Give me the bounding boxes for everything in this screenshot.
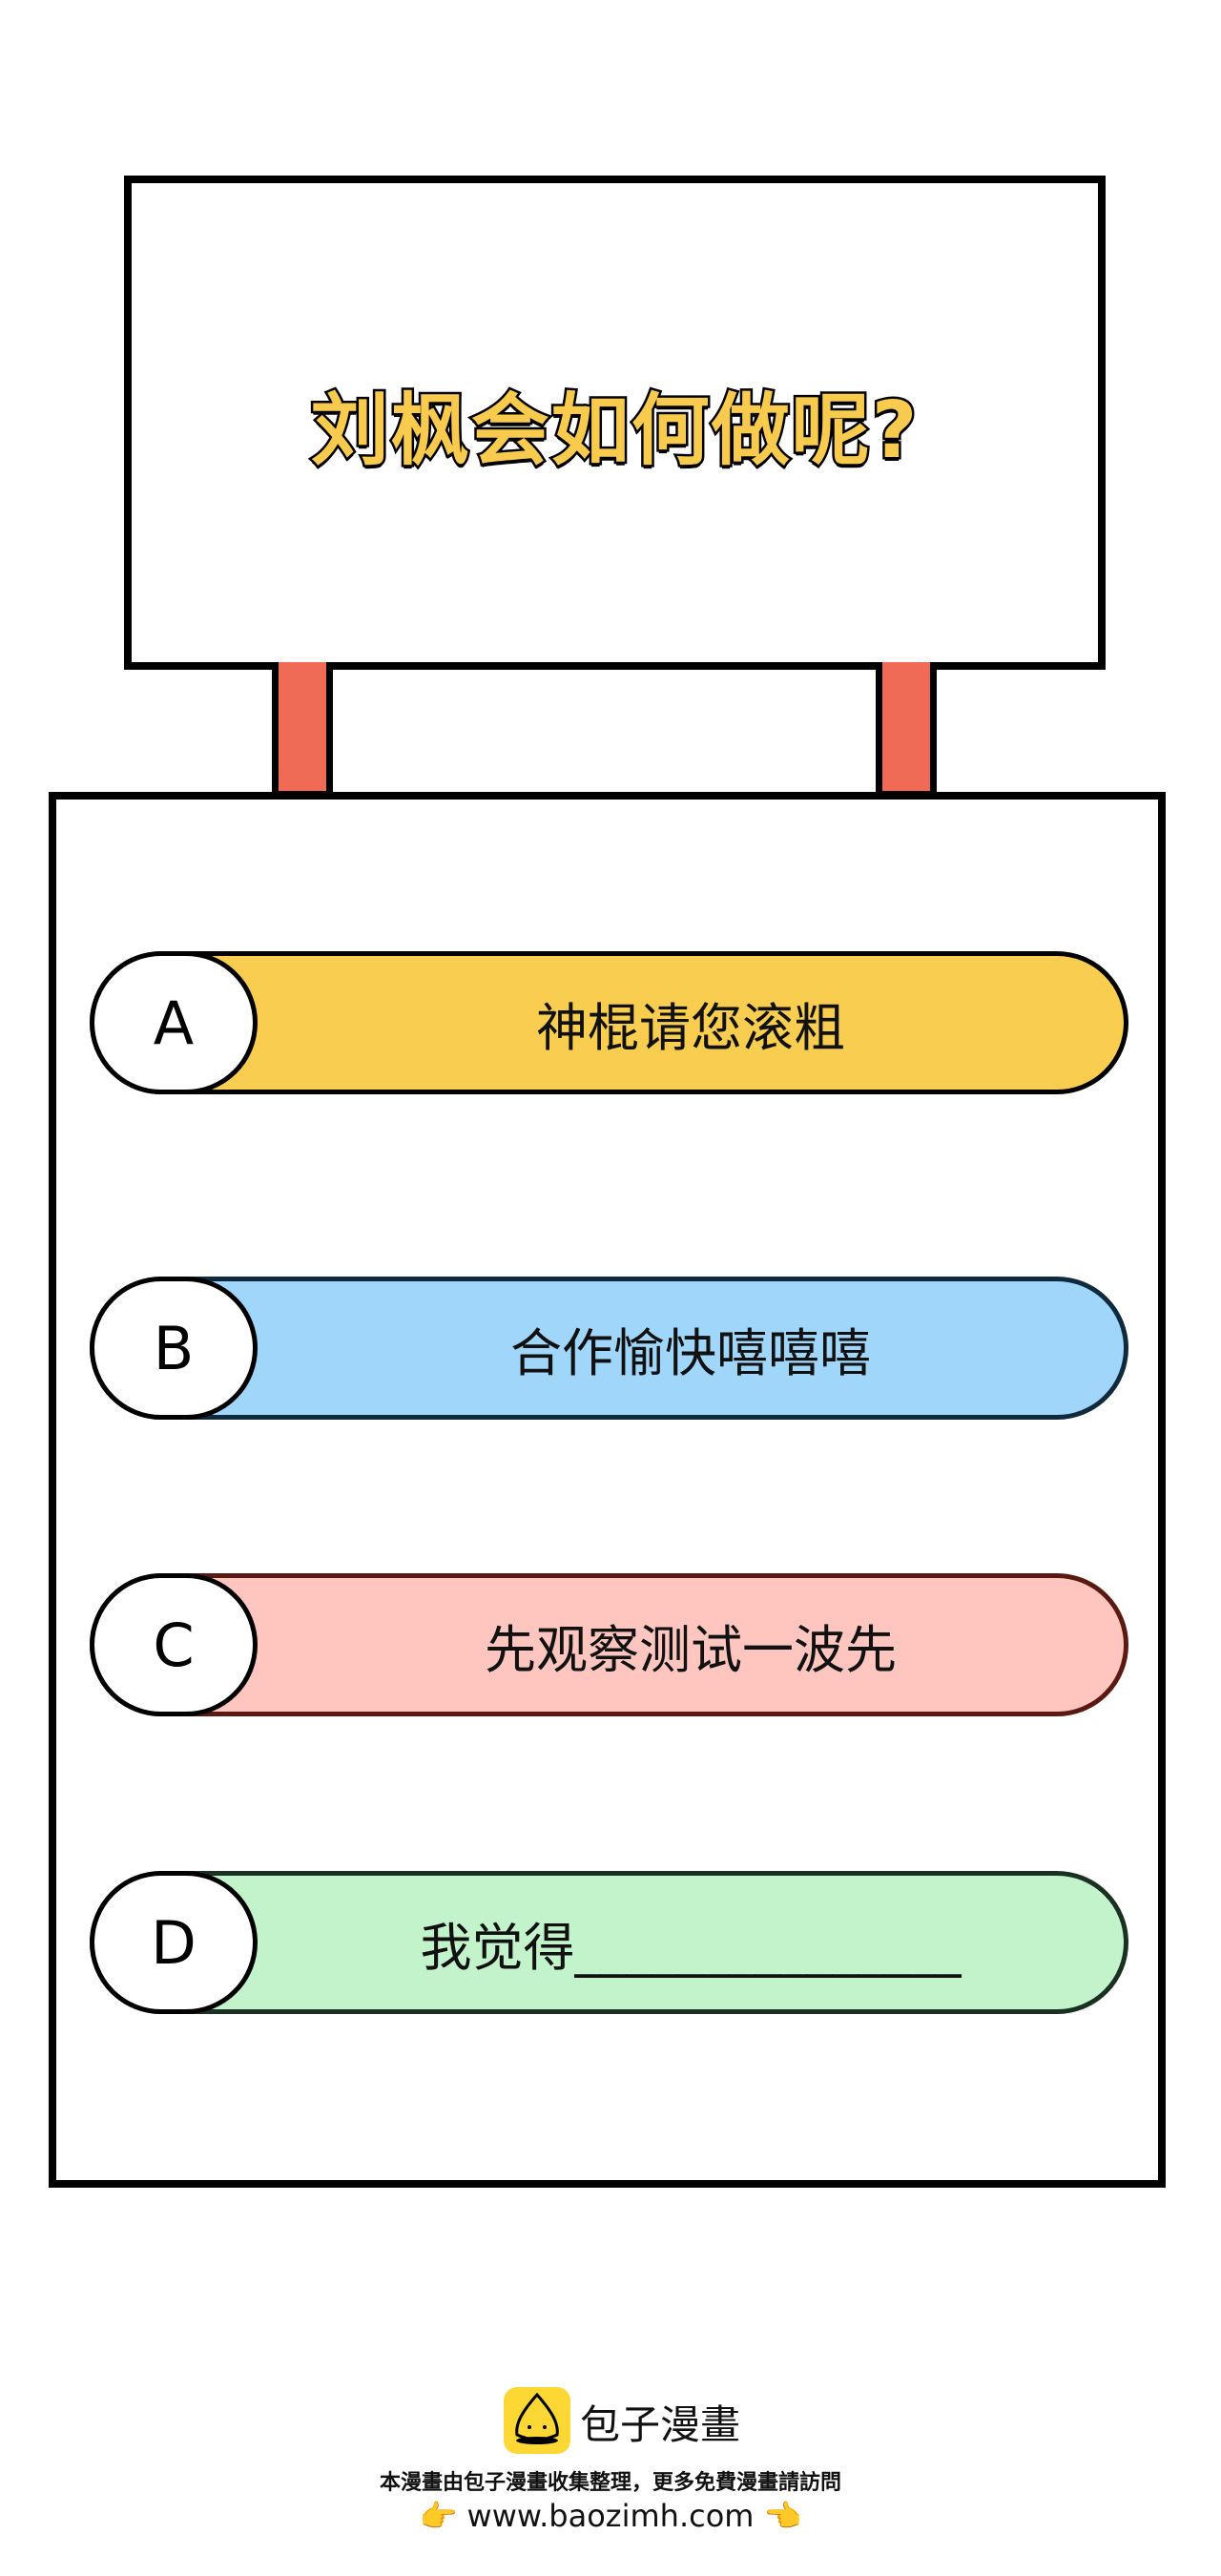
sign-post-left xyxy=(272,662,333,798)
baozi-logo-icon xyxy=(504,2387,570,2454)
option-text: 合作愉快嘻嘻嘻 xyxy=(510,1322,871,1383)
brand-name: 包子漫畫 xyxy=(580,2401,741,2448)
pointer-right-icon: 👉 xyxy=(419,2498,458,2534)
option-letter: D xyxy=(90,1871,258,2014)
question-title: 刘枫会如何做呢? xyxy=(308,383,920,478)
footer-notice: 本漫畫由包子漫畫收集整理，更多免費漫畫請訪問 xyxy=(379,2471,841,2495)
site-url-link[interactable]: www.baozimh.com xyxy=(466,2498,755,2534)
option-c[interactable]: C 先观察测试一波先 xyxy=(90,1573,1128,1716)
option-text: 神棍请您滚粗 xyxy=(536,997,845,1058)
option-letter: B xyxy=(90,1277,258,1420)
option-letter: C xyxy=(90,1573,258,1716)
option-letter: A xyxy=(90,951,258,1094)
option-d[interactable]: D 我觉得_______________ xyxy=(90,1871,1128,2014)
footer-url-line: 👉 www.baozimh.com 👈 xyxy=(0,2498,1221,2534)
option-text: 我觉得_______________ xyxy=(420,1917,962,1978)
pointer-left-icon: 👈 xyxy=(763,2498,802,2534)
option-a[interactable]: A 神棍请您滚粗 xyxy=(90,951,1128,1094)
option-b[interactable]: B 合作愉快嘻嘻嘻 xyxy=(90,1277,1128,1420)
sign-post-right xyxy=(876,662,937,798)
option-text: 先观察测试一波先 xyxy=(485,1619,897,1680)
question-sign: 刘枫会如何做呢? xyxy=(124,176,1106,670)
